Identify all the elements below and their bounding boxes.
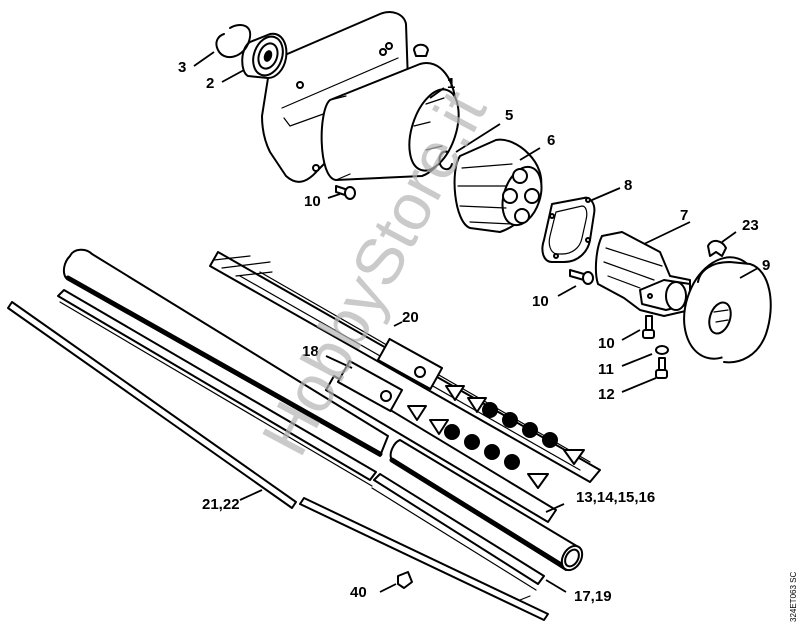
callout-7: 7 (680, 207, 688, 224)
callout-10a: 10 (304, 193, 321, 210)
pictogram-icon (482, 402, 498, 418)
flange-hole (296, 81, 304, 89)
pictogram-icon (542, 432, 558, 448)
gasket-hole (585, 197, 591, 203)
drawing-code: 324ET063 SC (789, 572, 798, 622)
callout-3: 3 (178, 59, 186, 76)
callout-20: 20 (402, 309, 419, 326)
warning-triangle-icon (467, 397, 487, 413)
part-clip[interactable] (707, 240, 727, 257)
part-screw-10a[interactable] (335, 185, 356, 200)
callout-2: 2 (206, 75, 214, 92)
part-rubber-coupling[interactable] (453, 138, 549, 233)
part-nub (413, 43, 429, 57)
callout-10b: 10 (532, 293, 549, 310)
callout-18: 18 (302, 343, 319, 360)
part-screw-10c[interactable] (642, 315, 655, 339)
part-drum-cap[interactable] (672, 247, 773, 368)
leader-lines (193, 51, 759, 593)
part-retaining-ring[interactable] (438, 150, 453, 171)
pictogram-icon (484, 444, 500, 460)
warning-triangle-icon (445, 385, 465, 401)
callout-23: 23 (742, 217, 759, 234)
gasket-hole (549, 213, 555, 219)
callout-12: 12 (598, 386, 615, 403)
part-liner[interactable] (57, 289, 545, 591)
part-clamp[interactable] (594, 231, 691, 317)
pictogram-icon (444, 424, 460, 440)
part-drive-tube[interactable] (62, 248, 586, 574)
callout-40: 40 (350, 584, 367, 601)
part-circlip[interactable] (215, 24, 251, 59)
part-ball-bearing[interactable] (241, 32, 288, 79)
warning-triangle-icon (407, 405, 427, 421)
gasket-hole (553, 253, 559, 259)
callout-10c: 10 (598, 335, 615, 352)
warning-triangle-icon (563, 449, 585, 465)
callout-11: 11 (598, 361, 614, 378)
pictogram-icon (464, 434, 480, 450)
callout-8: 8 (624, 177, 632, 194)
callout-17-19: 17,19 (574, 588, 612, 605)
callout-9: 9 (762, 257, 770, 274)
gasket-hole (585, 237, 591, 243)
part-label-set[interactable] (209, 251, 601, 523)
callout-5: 5 (505, 107, 513, 124)
flange-hole (379, 48, 387, 56)
flange-hole (312, 164, 320, 172)
warning-triangle-icon (527, 473, 549, 489)
callout-21-22: 21,22 (202, 496, 240, 513)
pictogram-icon (502, 412, 518, 428)
callout-13-16: 13,14,15,16 (576, 489, 655, 506)
part-gear-housing[interactable] (261, 11, 468, 183)
pictogram-icon (504, 454, 520, 470)
flange-hole (385, 42, 393, 50)
part-screw-12[interactable] (655, 357, 668, 379)
warning-triangle-icon (429, 419, 449, 435)
part-washer[interactable] (655, 345, 669, 355)
part-drive-shaft[interactable] (7, 301, 549, 621)
callout-6: 6 (547, 132, 555, 149)
part-screw-10b[interactable] (569, 269, 594, 285)
part-plug[interactable] (397, 571, 413, 589)
pictogram-icon (522, 422, 538, 438)
callout-1: 1 (447, 75, 455, 92)
part-gasket[interactable] (541, 196, 596, 263)
